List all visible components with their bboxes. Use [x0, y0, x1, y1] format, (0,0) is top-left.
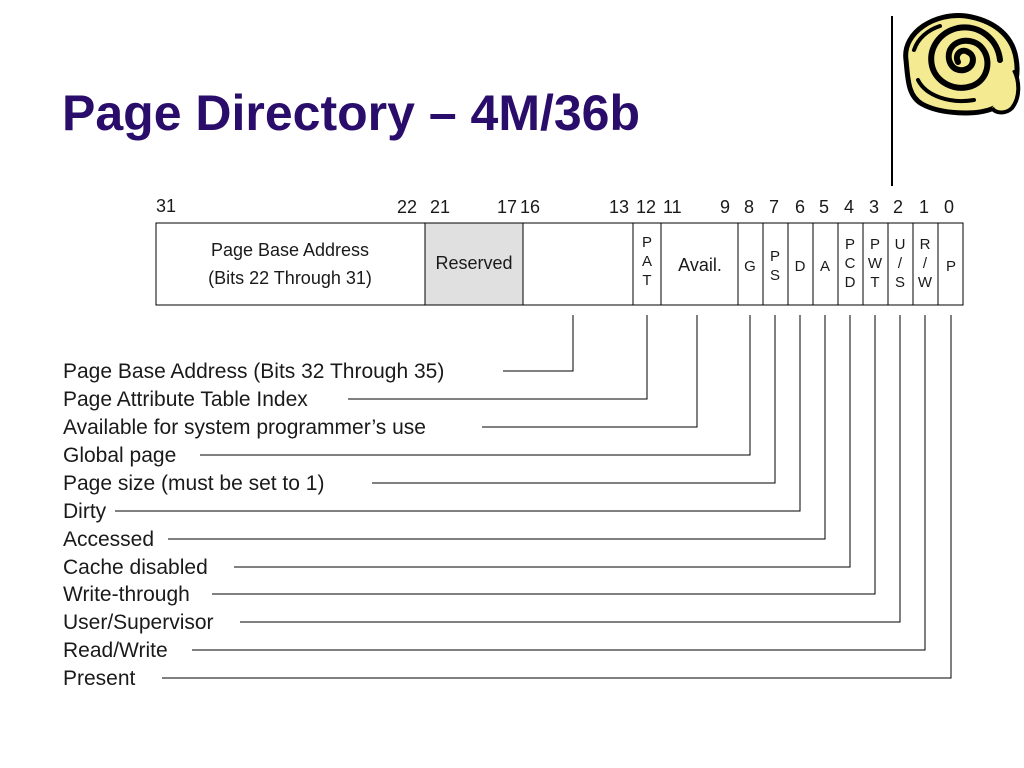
legend-item: Page Base Address (Bits 32 Through 35) — [63, 360, 444, 383]
field-pat: T — [642, 272, 651, 289]
field-labels: Page Base Address (Bits 22 Through 31) R… — [208, 234, 956, 291]
legend-item: Accessed — [63, 528, 154, 551]
bit-numbers: 31 22 21 17 16 13 12 11 9 8 7 6 5 4 3 2 … — [156, 196, 954, 217]
field-rw: R — [920, 236, 931, 253]
field-ps: S — [770, 267, 780, 284]
bit-number: 11 — [663, 197, 682, 217]
leader-line — [372, 315, 776, 484]
leader-line — [192, 315, 926, 651]
legend-item: Dirty — [63, 500, 107, 523]
bit-number: 4 — [844, 197, 854, 217]
bit-number: 17 — [497, 197, 517, 217]
field-d: D — [795, 258, 806, 275]
field-a: A — [820, 258, 830, 275]
field-ps: P — [770, 248, 780, 265]
field-pwt: W — [868, 255, 883, 272]
field-pcd: C — [845, 255, 856, 272]
legend-item: Read/Write — [63, 639, 168, 662]
legend-item: Available for system programmer’s use — [63, 416, 426, 439]
field-rw: / — [923, 255, 928, 272]
legend-item: Present — [63, 667, 136, 690]
bit-number: 22 — [397, 197, 417, 217]
field-us: U — [895, 236, 906, 253]
legend: Page Base Address (Bits 32 Through 35) P… — [63, 360, 444, 690]
bit-number: 2 — [893, 197, 903, 217]
reserved-field — [425, 223, 523, 305]
slide-title: Page Directory – 4M/36b — [62, 85, 641, 141]
bit-number: 16 — [520, 197, 540, 217]
leader-line — [348, 315, 648, 400]
leader-line — [240, 315, 901, 623]
field-page-base-line2: (Bits 22 Through 31) — [208, 268, 372, 288]
legend-item: Write-through — [63, 583, 190, 606]
leader-line — [162, 315, 952, 679]
legend-item: Cache disabled — [63, 556, 208, 579]
bit-number: 5 — [819, 197, 829, 217]
legend-item: Page size (must be set to 1) — [63, 472, 324, 495]
field-g: G — [744, 258, 756, 275]
field-avail: Avail. — [678, 255, 722, 275]
bit-number: 1 — [919, 197, 929, 217]
field-page-base-line1: Page Base Address — [211, 240, 369, 260]
field-us: S — [895, 274, 905, 291]
bit-number: 12 — [636, 197, 656, 217]
field-rw: W — [918, 274, 933, 291]
register-fields — [155, 222, 964, 306]
legend-item: Global page — [63, 444, 176, 467]
bit-number: 13 — [609, 197, 629, 217]
vertical-divider — [891, 16, 893, 186]
leader-line — [168, 315, 826, 540]
bit-number: 0 — [944, 197, 954, 217]
leader-line — [200, 315, 751, 456]
field-pat: A — [642, 253, 652, 270]
nautilus-shell-icon — [903, 13, 1021, 116]
bit-number: 3 — [869, 197, 879, 217]
leader-lines — [115, 315, 952, 679]
bit-number: 9 — [720, 197, 730, 217]
field-pwt: T — [870, 274, 879, 291]
leader-line — [234, 315, 851, 568]
legend-item: User/Supervisor — [63, 611, 214, 634]
field-pcd: P — [845, 236, 855, 253]
register-outline — [155, 222, 964, 306]
leader-line — [482, 315, 698, 428]
leader-line — [115, 315, 801, 512]
field-pat: P — [642, 234, 652, 251]
field-pwt: P — [870, 236, 880, 253]
bit-number: 8 — [744, 197, 754, 217]
field-p: P — [946, 258, 956, 275]
field-reserved: Reserved — [435, 253, 512, 273]
bit-number: 31 — [156, 196, 176, 216]
bit-number: 6 — [795, 197, 805, 217]
field-pcd: D — [845, 274, 856, 291]
field-us: / — [898, 255, 903, 272]
bit-number: 7 — [769, 197, 779, 217]
bit-number: 21 — [430, 197, 450, 217]
leader-line — [212, 315, 876, 595]
legend-item: Page Attribute Table Index — [63, 388, 308, 411]
leader-line — [503, 315, 574, 372]
